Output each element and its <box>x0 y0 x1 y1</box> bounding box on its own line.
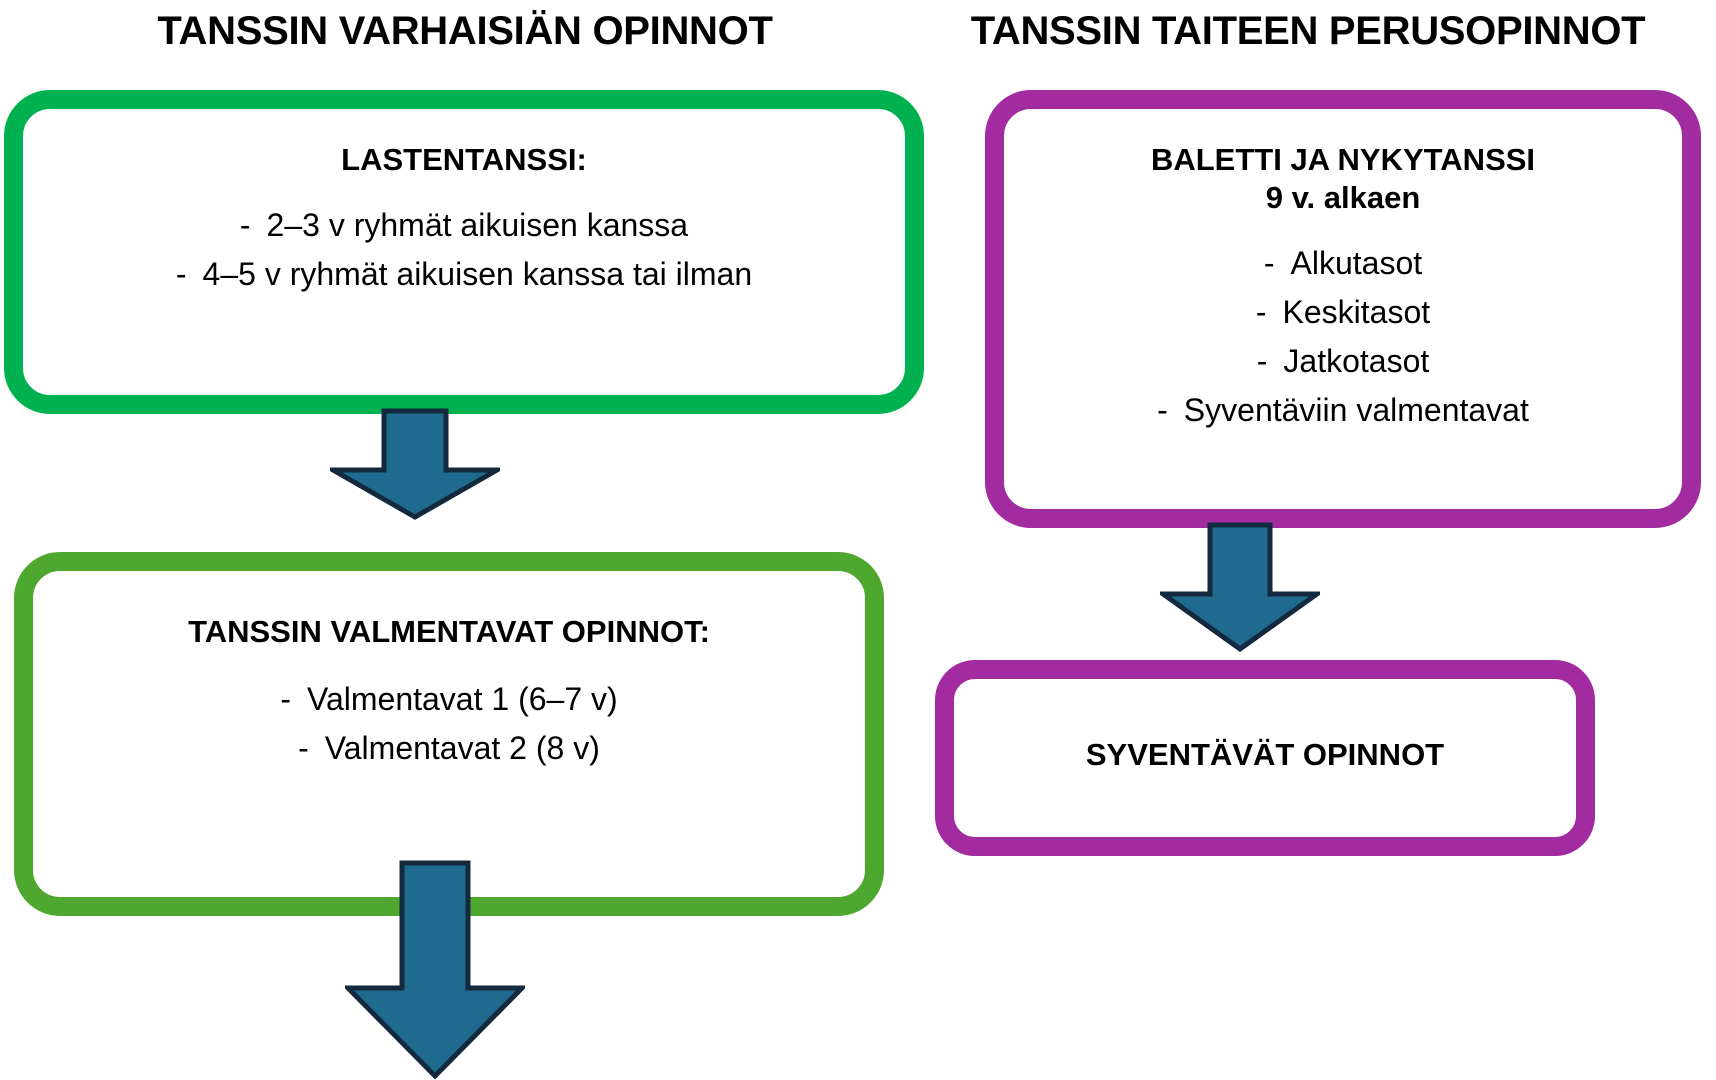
box-baletti-subtitle: 9 v. alkaen <box>1265 180 1421 215</box>
box-baletti-ja-nykytanssi: BALETTI JA NYKYTANSSI 9 v. alkaen -Alkut… <box>985 90 1701 528</box>
down-arrow-icon-right-1 <box>1160 522 1320 652</box>
bullet-dash: - <box>1157 392 1168 428</box>
list-item: -2–3 v ryhmät aikuisen kanssa <box>23 201 905 250</box>
list-item: -Alkutasot <box>1004 239 1682 288</box>
bullet-dash: - <box>280 681 291 717</box>
list-item: -Valmentavat 2 (8 v) <box>33 724 865 773</box>
list-item: -Keskitasot <box>1004 288 1682 337</box>
list-item: -Jatkotasot <box>1004 337 1682 386</box>
list-item-label: Alkutasot <box>1290 245 1423 281</box>
bullet-dash: - <box>175 256 187 292</box>
bullet-dash: - <box>298 730 309 766</box>
box-valmentavat: TANSSIN VALMENTAVAT OPINNOT: -Valmentava… <box>14 552 884 916</box>
list-item-label: Jatkotasot <box>1283 343 1430 379</box>
list-item-label: Keskitasot <box>1282 294 1431 330</box>
list-item-label: Syventäviin valmentavat <box>1183 392 1529 428</box>
box-syventavat-title: SYVENTÄVÄT OPINNOT <box>1085 737 1445 772</box>
bullet-dash: - <box>239 207 251 243</box>
list-item-label: Valmentavat 2 (8 v) <box>324 730 600 766</box>
box-lastentanssi-content: LASTENTANSSI: -2–3 v ryhmät aikuisen kan… <box>23 141 905 299</box>
list-item: -4–5 v ryhmät aikuisen kanssa tai ilman <box>23 250 905 299</box>
bullet-dash: - <box>1263 245 1275 281</box>
box-syventavat-opinnot: SYVENTÄVÄT OPINNOT <box>935 660 1595 856</box>
box-valmentavat-content: TANSSIN VALMENTAVAT OPINNOT: -Valmentava… <box>33 613 865 773</box>
bullet-dash: - <box>1256 343 1268 379</box>
list-item: -Syventäviin valmentavat <box>1004 386 1682 435</box>
list-item-label: 2–3 v ryhmät aikuisen kanssa <box>266 207 689 243</box>
column-heading-left: TANSSIN VARHAISIÄN OPINNOT <box>157 9 773 53</box>
box-lastentanssi-title: LASTENTANSSI: <box>341 142 587 177</box>
down-arrow-icon-left-1 <box>330 408 500 520</box>
box-syventavat-content: SYVENTÄVÄT OPINNOT <box>954 736 1576 774</box>
box-lastentanssi-bullets: -2–3 v ryhmät aikuisen kanssa -4–5 v ryh… <box>23 201 905 299</box>
list-item-label: Valmentavat 1 (6–7 v) <box>306 681 618 717</box>
box-valmentavat-title: TANSSIN VALMENTAVAT OPINNOT: <box>188 614 710 649</box>
column-heading-right: TANSSIN TAITEEN PERUSOPINNOT <box>970 9 1646 53</box>
list-item: -Valmentavat 1 (6–7 v) <box>33 675 865 724</box>
box-baletti-content: BALETTI JA NYKYTANSSI 9 v. alkaen -Alkut… <box>1004 141 1682 435</box>
box-lastentanssi: LASTENTANSSI: -2–3 v ryhmät aikuisen kan… <box>4 90 924 414</box>
list-item-label: 4–5 v ryhmät aikuisen kanssa tai ilman <box>202 256 753 292</box>
box-baletti-bullets: -Alkutasot -Keskitasot -Jatkotasot -Syve… <box>1004 239 1682 435</box>
down-arrow-icon-left-2 <box>345 860 525 1080</box>
bullet-dash: - <box>1255 294 1267 330</box>
box-baletti-title: BALETTI JA NYKYTANSSI <box>1150 142 1536 177</box>
box-valmentavat-bullets: -Valmentavat 1 (6–7 v) -Valmentavat 2 (8… <box>33 675 865 773</box>
